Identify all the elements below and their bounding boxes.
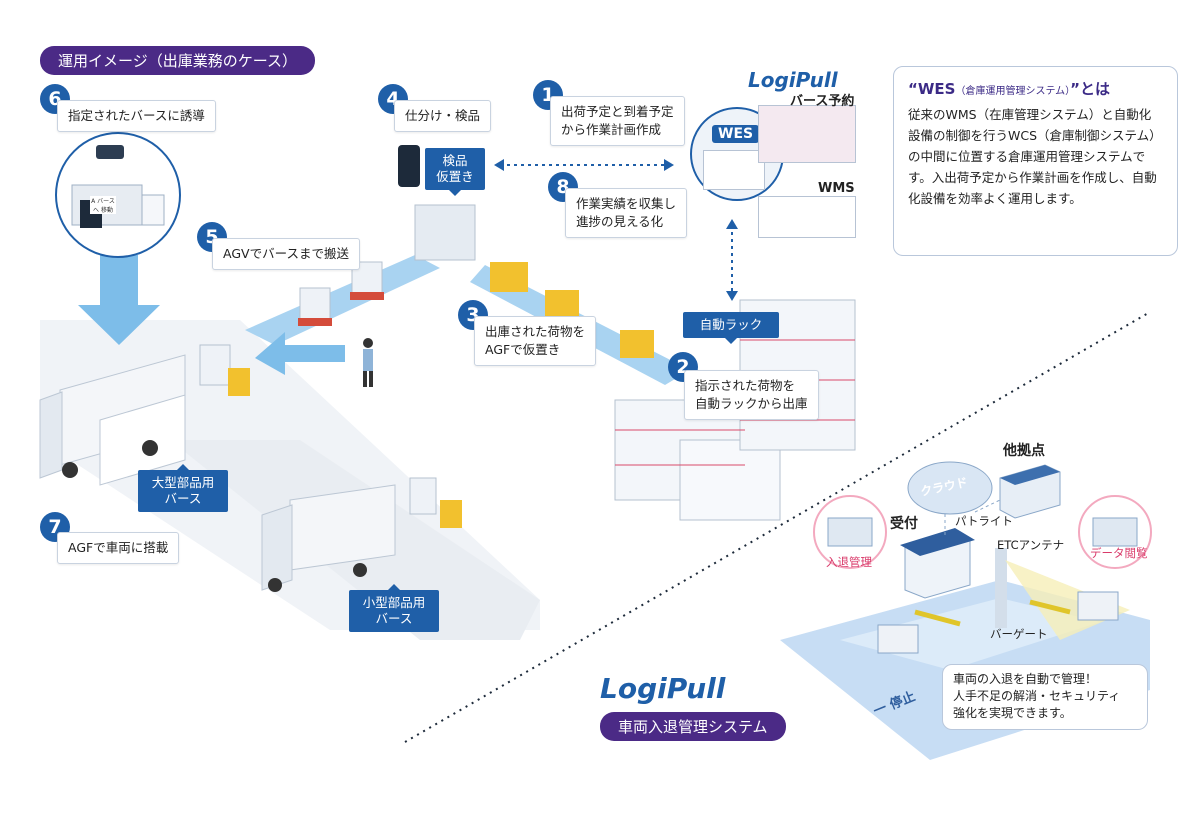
step-2-label: 指示された荷物を 自動ラックから出庫 [684,370,819,420]
wes-label: WES [712,125,760,143]
step-7-number: 7 [40,512,70,542]
wes-note-title-prefix: “WES [908,80,956,98]
wes-note-title: “WES（倉庫運用管理システム）”とは [908,79,1163,102]
kenpin-tag-line1: 検品 [442,153,468,168]
wms-label: WMS [818,181,855,196]
step-4-label: 仕分け・検品 [394,100,492,132]
step-2-line2: 自動ラックから出庫 [695,396,808,411]
truck-guide-screen: A バースへ 移動 [90,196,116,214]
berth-booking-label: バース予約 [790,94,855,109]
step-8-line1: 作業実績を収集し [576,196,677,211]
handheld-terminal-icon [398,145,420,187]
step-2-line1: 指示された荷物を [695,378,796,393]
step-6-label: 指定されたバースに誘導 [57,100,216,132]
large-berth-tag: 大型部品用 バース [138,464,228,512]
small-berth-tag: 小型部品用 バース [349,584,439,632]
bar-gate-label: バーゲート [990,627,1048,641]
data-view-label: データ閲覧 [1090,546,1148,560]
vehicle-system-pill: 車両入退管理システム [600,712,786,741]
step-5-label: AGVでバースまで搬送 [212,238,360,270]
step-8-label: 作業実績を収集し 進捗の見える化 [565,188,688,238]
step-7-label: AGFで車両に搭載 [57,532,180,564]
berth-booking-screen [758,105,856,163]
vehicle-note-line2: 人手不足の解消・セキュリティ [953,689,1121,703]
large-berth-line2: バース [164,491,202,506]
step-1-label: 出荷予定と到着予定 から作業計画作成 [550,96,685,146]
vehicle-note-line3: 強化を実現できます。 [953,706,1072,720]
step-3-line2: AGFで仮置き [485,342,561,357]
reception-label: 受付 [890,516,918,532]
step-1-line1: 出荷予定と到着予定 [561,104,674,119]
kenpin-tag: 検品 仮置き [425,148,485,196]
step-3-label: 出庫された荷物を AGFで仮置き [474,316,597,366]
wes-definition-note: “WES（倉庫運用管理システム）”とは 従来のWMS（在庫管理システム）と自動化… [893,66,1178,256]
wms-screen [758,196,856,238]
large-berth-line1: 大型部品用 [151,475,215,490]
title-pill: 運用イメージ（出庫業務のケース） [40,46,315,75]
vehicle-note-line1: 車両の入退を自動で管理！ [953,672,1098,686]
entry-management-label: 入退管理 [826,555,872,569]
vehicle-system-note: 車両の入退を自動で管理！ 人手不足の解消・セキュリティ 強化を実現できます。 [942,664,1148,730]
small-berth-line1: 小型部品用 [362,595,426,610]
step-3-line1: 出庫された荷物を [485,324,586,339]
small-berth-line2: バース [375,611,413,626]
kenpin-tag-line2: 仮置き [436,169,474,184]
other-site-label: 他拠点 [1003,443,1045,459]
wes-laptop [703,150,765,190]
step-8-line2: 進捗の見える化 [576,214,664,229]
patlight-label: パトライト [955,514,1013,528]
logipull-logo-top: LogiPull [748,68,838,92]
step-1-line2: から作業計画作成 [561,122,662,137]
logipull-logo-bottom: LogiPull [600,672,726,705]
auto-rack-tag: 自動ラック [683,312,779,344]
wes-note-title-suffix: ”とは [1070,80,1111,98]
wes-note-body: 従来のWMS（在庫管理システム）と自動化設備の制御を行うWCS（倉庫制御システム… [908,107,1162,206]
etc-antenna-label: ETCアンテナ [997,538,1065,552]
wes-note-title-small: （倉庫運用管理システム） [955,86,1071,97]
